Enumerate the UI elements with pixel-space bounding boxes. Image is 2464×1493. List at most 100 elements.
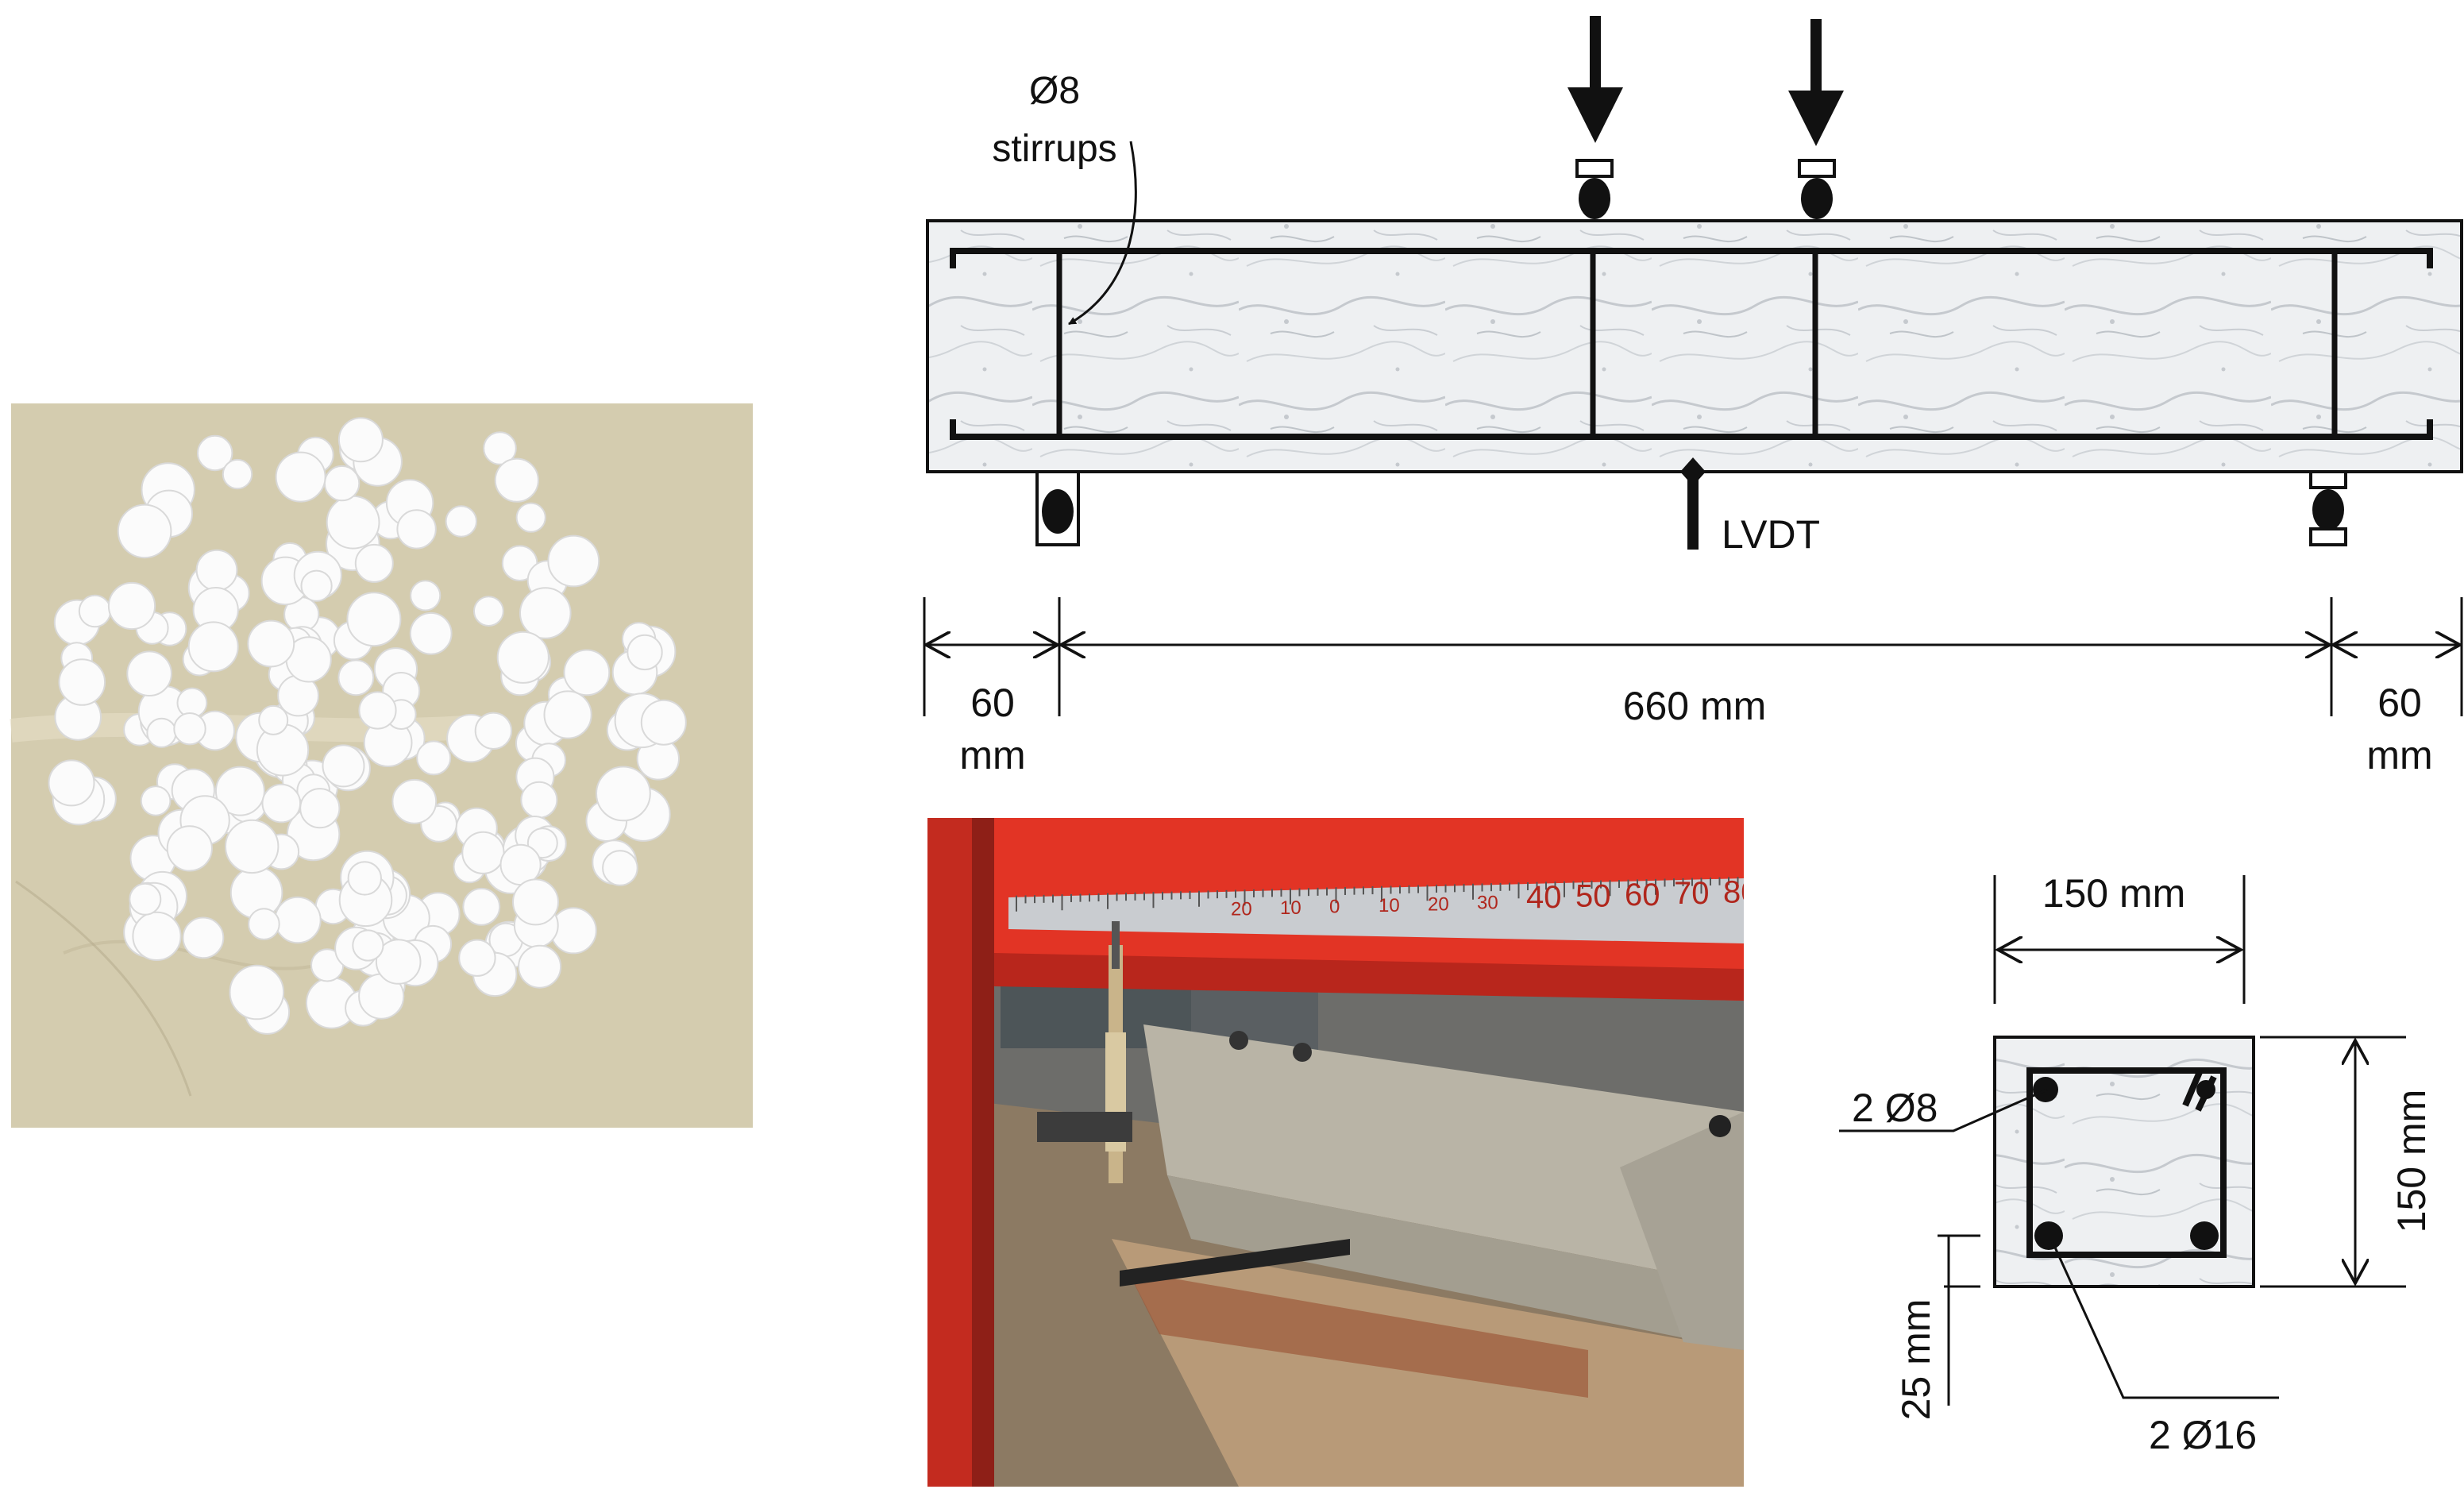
top-bars-label: 2 Ø8 bbox=[1852, 1086, 1938, 1130]
eps-beads-photo bbox=[10, 403, 753, 1128]
bottom-bar bbox=[2034, 1221, 2063, 1250]
eps-bead bbox=[410, 580, 442, 611]
eps-bead bbox=[602, 850, 638, 886]
eps-bead bbox=[140, 785, 172, 816]
ruler-tick-label: 70 bbox=[1674, 876, 1710, 911]
eps-bead bbox=[146, 717, 177, 748]
eps-bead bbox=[225, 819, 280, 874]
ruler-tick-label: 40 bbox=[1526, 880, 1562, 915]
ruler-tick-label: 20 bbox=[1231, 899, 1252, 920]
eps-bead bbox=[214, 766, 265, 816]
stirrup-diameter-label: Ø8 bbox=[1029, 70, 1080, 112]
eps-bead bbox=[229, 964, 285, 1020]
ruler-tick-label: 80 bbox=[1723, 875, 1759, 910]
beam-elevation: LVDT Ø8 stirrups bbox=[926, 16, 2463, 557]
left-overhang-unit: mm bbox=[959, 733, 1025, 777]
eps-bead bbox=[337, 417, 384, 463]
lvdt-label: LVDT bbox=[1722, 512, 1820, 557]
eps-bead bbox=[182, 916, 225, 959]
eps-bead bbox=[275, 451, 326, 503]
top-bars-leader bbox=[1839, 1088, 2048, 1132]
eps-bead bbox=[354, 543, 394, 583]
eps-bead bbox=[132, 911, 182, 962]
ruler-tick-label: 60 bbox=[1625, 878, 1660, 912]
top-longitudinal-bar bbox=[950, 248, 2433, 268]
eps-bead bbox=[129, 882, 162, 916]
ruler-tick-label: 10 bbox=[1379, 895, 1400, 916]
eps-bead bbox=[512, 878, 559, 926]
eps-bead bbox=[358, 691, 397, 730]
right-overhang-unit: mm bbox=[2366, 733, 2432, 777]
eps-bead bbox=[518, 944, 562, 989]
eps-bead bbox=[58, 658, 106, 706]
eps-bead bbox=[473, 596, 504, 627]
eps-bead bbox=[323, 465, 361, 502]
eps-beads bbox=[48, 417, 687, 1035]
eps-bead bbox=[326, 495, 380, 550]
cover-label: 25 mm bbox=[1894, 1299, 1938, 1421]
lvdt-sensor bbox=[1680, 457, 1706, 550]
eps-bead bbox=[322, 744, 365, 788]
bottom-bars-label: 2 Ø16 bbox=[2149, 1413, 2257, 1457]
eps-bead bbox=[222, 458, 253, 490]
bottom-bar bbox=[2190, 1221, 2219, 1250]
eps-bead bbox=[515, 502, 546, 533]
eps-bead bbox=[248, 908, 280, 940]
ruler-tick-label: 0 bbox=[1329, 896, 1340, 917]
bottom-longitudinal-bar bbox=[950, 419, 2433, 440]
eps-bead bbox=[197, 434, 233, 472]
eps-bead bbox=[416, 740, 452, 776]
section-stirrup bbox=[2026, 1067, 2227, 1258]
eps-bead bbox=[496, 631, 549, 684]
eps-bead bbox=[299, 788, 341, 829]
eps-bead bbox=[195, 549, 238, 592]
load-arrow bbox=[1567, 16, 1623, 219]
eps-bead bbox=[547, 534, 600, 588]
eps-bead bbox=[543, 690, 592, 739]
eps-bead bbox=[337, 659, 375, 696]
eps-bead bbox=[596, 766, 651, 822]
eps-bead bbox=[107, 581, 156, 631]
eps-bead bbox=[300, 569, 333, 602]
eps-bead bbox=[187, 621, 239, 673]
stirrup-label: stirrups bbox=[992, 128, 1116, 170]
eps-bead bbox=[396, 509, 437, 550]
span-label: 660 mm bbox=[1623, 684, 1767, 728]
eps-bead bbox=[78, 594, 112, 628]
eps-bead bbox=[352, 929, 384, 962]
eps-bead bbox=[126, 650, 172, 697]
stirrup-pointer-arrow bbox=[1068, 141, 1137, 326]
eps-bead bbox=[391, 778, 438, 824]
left-support bbox=[1035, 470, 1080, 546]
eps-bead bbox=[494, 457, 539, 503]
eps-bead bbox=[458, 939, 496, 977]
eps-bead bbox=[346, 592, 402, 647]
eps-bead bbox=[375, 939, 422, 985]
load-arrow bbox=[1788, 19, 1844, 219]
eps-bead bbox=[462, 887, 501, 926]
eps-bead bbox=[483, 431, 517, 465]
eps-bead bbox=[409, 611, 453, 655]
eps-bead bbox=[474, 712, 513, 750]
top-bar bbox=[2196, 1080, 2215, 1099]
eps-bead bbox=[247, 619, 295, 668]
height-label: 150 mm bbox=[2389, 1090, 2434, 1233]
eps-bead bbox=[563, 649, 611, 696]
section-outline bbox=[1993, 1036, 2255, 1288]
cross-section: 150 mm 150 mm 25 mm 2 Ø8 2 Ø16 bbox=[1839, 871, 2434, 1457]
eps-bead bbox=[347, 861, 382, 896]
span-dimensions: 60 mm 660 mm 60 mm bbox=[923, 597, 2463, 777]
ruler-tick-label: 10 bbox=[1280, 897, 1301, 919]
bottom-bars-leader bbox=[2050, 1240, 2279, 1399]
eps-bead bbox=[640, 699, 687, 746]
eps-bead bbox=[274, 896, 322, 944]
right-support bbox=[2309, 470, 2347, 546]
eps-bead bbox=[520, 781, 558, 819]
ruler-tick-label: 30 bbox=[1477, 893, 1498, 914]
left-overhang-value: 60 bbox=[970, 681, 1015, 725]
width-label: 150 mm bbox=[2042, 871, 2186, 916]
eps-bead bbox=[261, 783, 302, 824]
